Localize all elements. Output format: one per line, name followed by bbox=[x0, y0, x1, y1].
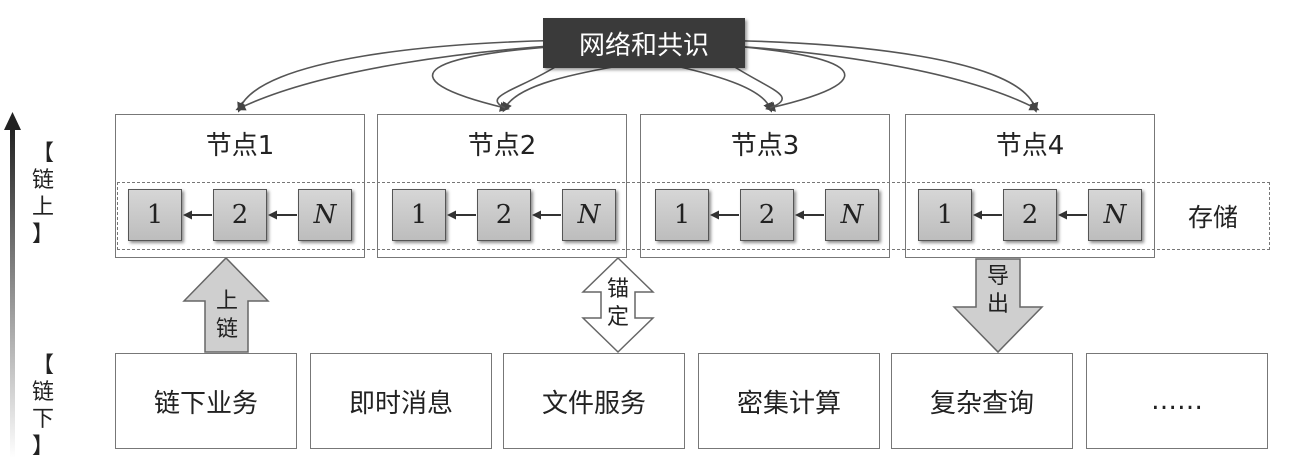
upload-char-2: 链 bbox=[215, 317, 238, 342]
onchain-char-1: 链 bbox=[31, 168, 54, 193]
onchain-axis bbox=[4, 112, 21, 458]
upload-arrow-shape bbox=[182, 256, 270, 353]
offchain-char-2: 下 bbox=[31, 407, 54, 432]
node-4-box: 节点4 bbox=[905, 114, 1155, 258]
node-4-block-1: 1 bbox=[918, 189, 972, 241]
node-4-block-n: N bbox=[1088, 189, 1142, 241]
node-2-block-1: 1 bbox=[392, 189, 446, 241]
onchain-bracket-close: 】 bbox=[31, 222, 54, 247]
node-1-title: 节点1 bbox=[205, 131, 275, 161]
export-char-1: 导 bbox=[986, 264, 1009, 289]
storage-label: 存储 bbox=[1188, 203, 1239, 232]
export-arrow-shape bbox=[952, 258, 1044, 354]
node-3-block-n: N bbox=[825, 189, 879, 241]
node-2-box: 节点2 bbox=[377, 114, 627, 258]
node-4-title: 节点4 bbox=[995, 131, 1065, 161]
service-offchain-business: 链下业务 bbox=[115, 353, 297, 449]
service-instant-messaging: 即时消息 bbox=[310, 353, 492, 449]
service-more: …… bbox=[1086, 353, 1268, 449]
onchain-bracket-open: 【 bbox=[31, 141, 54, 166]
offchain-side-label: 【 链 下 】 bbox=[28, 352, 58, 460]
offchain-char-1: 链 bbox=[31, 380, 54, 405]
anchor-char-2: 定 bbox=[606, 305, 629, 330]
onchain-char-2: 上 bbox=[31, 195, 54, 220]
anchor-arrow-label: 锚 定 bbox=[603, 276, 633, 332]
node-3-block-2: 2 bbox=[740, 189, 794, 241]
service-intensive-compute: 密集计算 bbox=[698, 353, 880, 449]
node-2-block-2: 2 bbox=[477, 189, 531, 241]
offchain-bracket-close: 】 bbox=[31, 434, 54, 459]
node-1-block-2: 2 bbox=[213, 189, 267, 241]
export-arrow-label: 导 出 bbox=[983, 263, 1013, 319]
node-1-block-1: 1 bbox=[128, 189, 182, 241]
node-2-title: 节点2 bbox=[467, 131, 537, 161]
upload-char-1: 上 bbox=[215, 289, 238, 314]
node-1-block-n: N bbox=[298, 189, 352, 241]
node-3-block-1: 1 bbox=[655, 189, 709, 241]
upload-arrow-label: 上 链 bbox=[212, 288, 242, 344]
node-2-block-n: N bbox=[562, 189, 616, 241]
offchain-bracket-open: 【 bbox=[31, 353, 54, 378]
export-char-2: 出 bbox=[986, 292, 1009, 317]
node-3-title: 节点3 bbox=[730, 131, 800, 161]
node-1-box: 节点1 bbox=[115, 114, 365, 258]
network-consensus-label: 网络和共识 bbox=[543, 18, 745, 68]
storage-region bbox=[117, 182, 1270, 250]
node-4-block-2: 2 bbox=[1003, 189, 1057, 241]
service-complex-query: 复杂查询 bbox=[891, 353, 1073, 449]
onchain-side-label: 【 链 上 】 bbox=[28, 140, 58, 248]
service-file-service: 文件服务 bbox=[503, 353, 685, 449]
node-3-box: 节点3 bbox=[640, 114, 890, 258]
anchor-arrow-shape bbox=[581, 256, 655, 354]
anchor-char-1: 锚 bbox=[606, 277, 629, 302]
